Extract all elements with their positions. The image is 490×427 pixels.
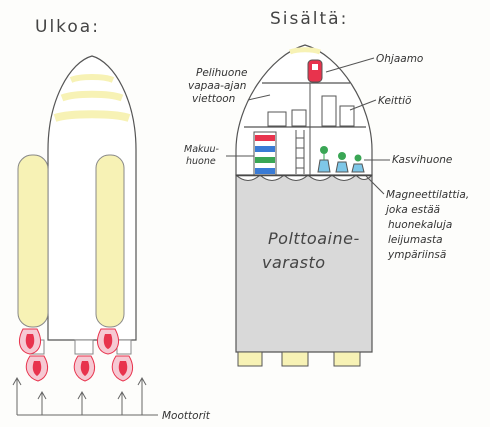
rocket-interior [236, 45, 372, 366]
tank-foot [282, 352, 308, 366]
label-fuel-tank-2: varasto [262, 253, 326, 272]
label-game-room-1: Pelihuone [196, 67, 247, 79]
label-magnet-floor-4: leijumasta [388, 234, 443, 246]
label-magnet-floor-2: joka estää [384, 204, 440, 216]
nose-stripe [290, 50, 320, 52]
cockpit-seat [308, 60, 322, 82]
label-game-room-3: viettoon [192, 93, 235, 105]
rocket-exterior [18, 56, 136, 354]
nose-stripe [55, 114, 129, 118]
nose-stripe [71, 77, 113, 80]
nose-stripe [62, 94, 122, 98]
title-inside: Sisältä: [270, 9, 348, 29]
label-bedroom-1: Makuu- [184, 144, 220, 155]
booster-left [18, 155, 48, 327]
label-kitchen: Keittiö [378, 95, 411, 107]
label-game-room-2: vapaa-ajan [188, 80, 246, 92]
label-cockpit: Ohjaamo [376, 53, 423, 65]
label-magnet-floor-5: ympäriinsä [387, 249, 446, 261]
tank-foot [334, 352, 360, 366]
label-bedroom-2: huone [186, 156, 216, 167]
nozzle [75, 340, 93, 354]
label-fuel-tank-1: Polttoaine- [268, 229, 360, 248]
label-engines: Moottorit [162, 410, 211, 422]
label-greenhouse: Kasvihuone [392, 154, 452, 166]
tank-foot [238, 352, 262, 366]
label-magnet-floor-1: Magneettilattia, [386, 189, 469, 201]
booster-right [96, 155, 124, 327]
label-magnet-floor-3: huonekaluja [388, 219, 452, 231]
title-outside: Ulkoa: [35, 17, 100, 37]
nozzle [117, 340, 131, 354]
thrust-arrows [13, 378, 158, 415]
cockpit-screen [312, 64, 318, 70]
